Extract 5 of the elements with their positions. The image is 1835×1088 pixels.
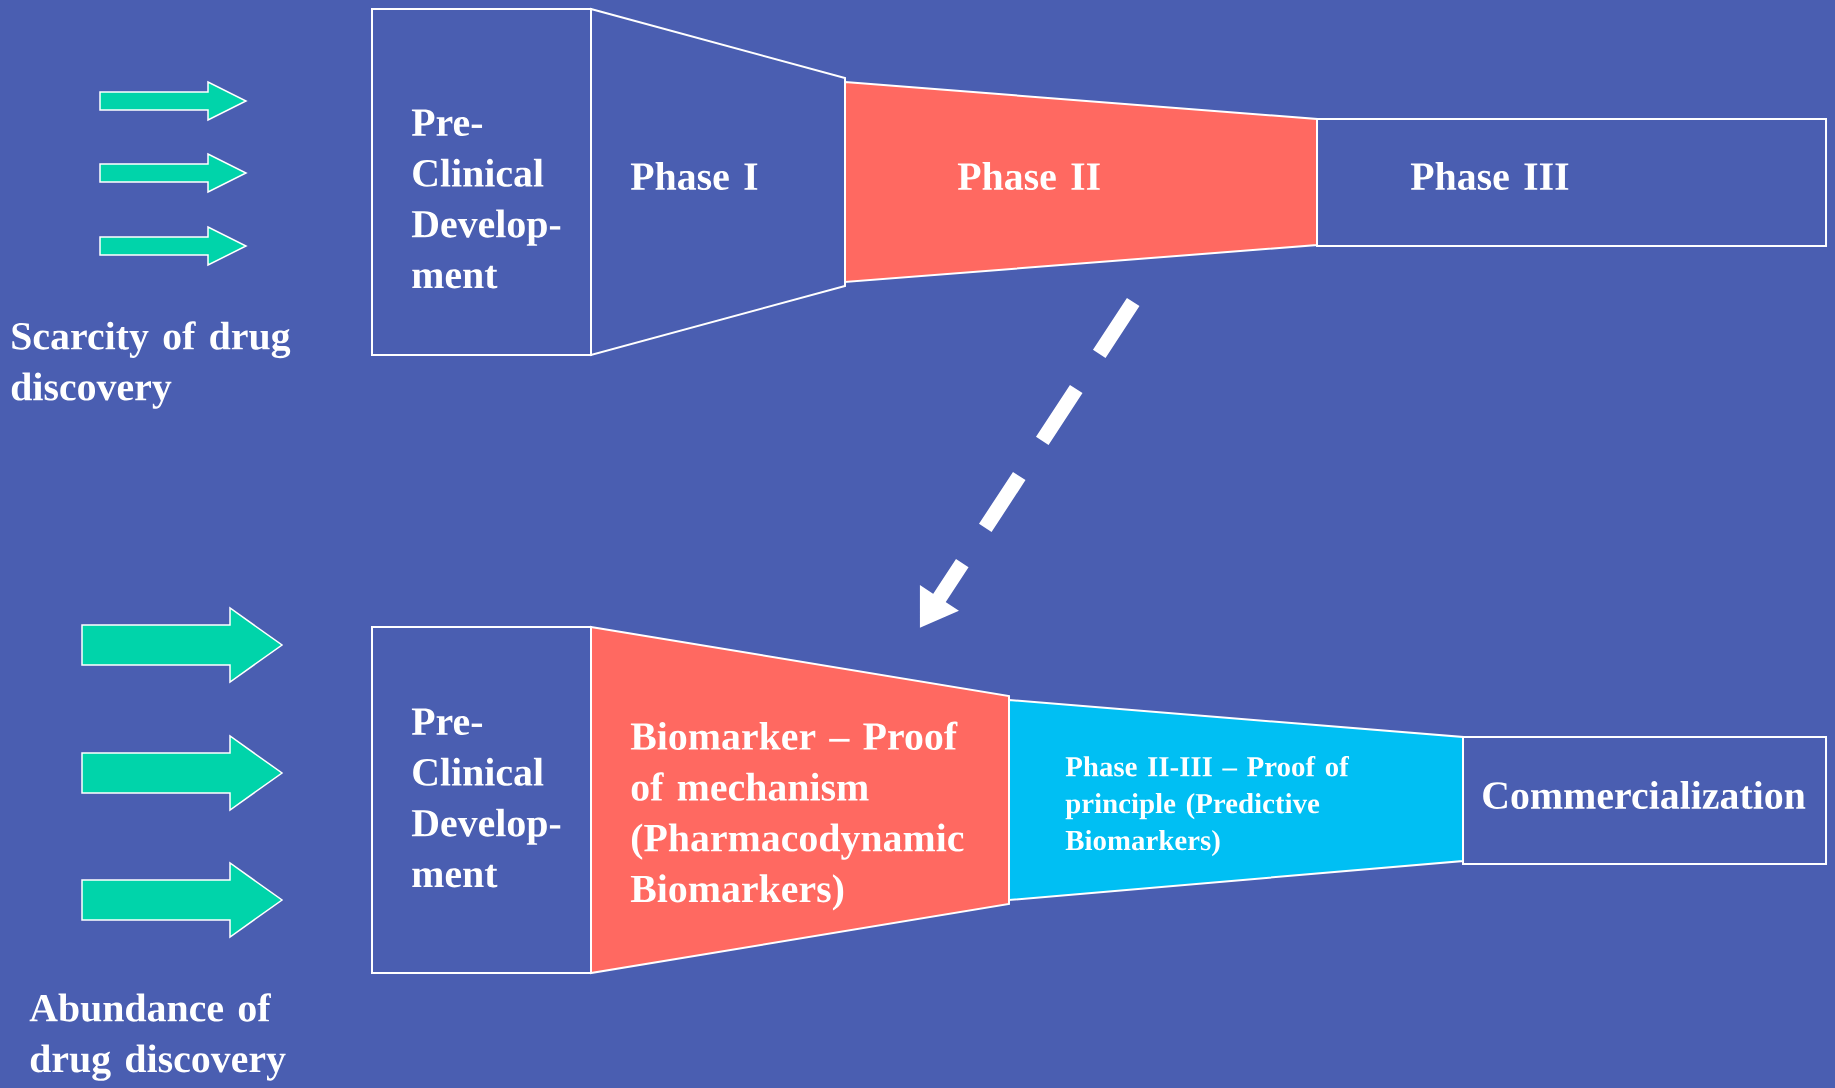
caption-text: Scarcity of drug discovery	[11, 321, 291, 409]
stage-box: Phase III	[1316, 118, 1827, 247]
stage-box: Commercialization	[1462, 736, 1827, 865]
caption-text: Abundance of drug discovery	[29, 993, 286, 1081]
stage-box: Pre-Clinical Develop-ment	[371, 8, 592, 356]
